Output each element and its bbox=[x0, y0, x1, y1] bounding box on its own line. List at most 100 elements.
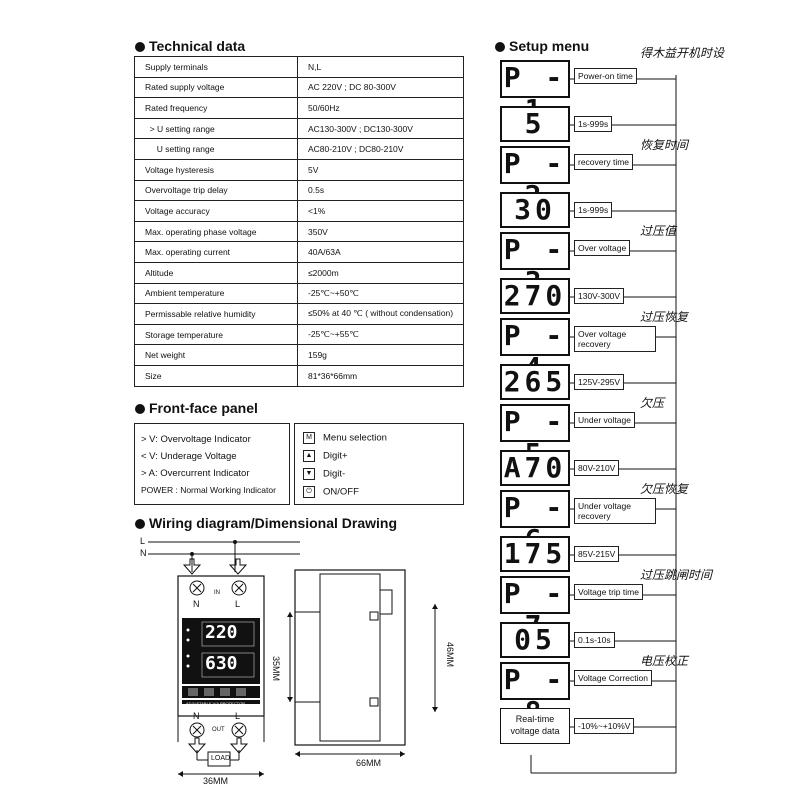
menu-code-display: P - 4 bbox=[500, 318, 570, 384]
tech-value: 350V bbox=[297, 220, 464, 243]
menu-code-display: P - 7 bbox=[500, 576, 570, 642]
indicator-overvoltage: > V: Overvoltage Indicator bbox=[141, 434, 251, 445]
menu-param-label: Voltage Correction bbox=[574, 670, 652, 686]
line-l-label: L bbox=[140, 536, 146, 546]
menu-code-display: P - 1 bbox=[500, 60, 570, 126]
tech-value: AC 220V ; DC 80-300V bbox=[297, 76, 464, 99]
device-display-1: 220 bbox=[205, 622, 238, 643]
tech-value: <1% bbox=[297, 200, 464, 222]
wiring-diagram bbox=[148, 540, 438, 777]
menu-handwritten-note: 过压值 bbox=[640, 224, 677, 238]
wiring-title: Wiring diagram/Dimensional Drawing bbox=[135, 515, 397, 531]
menu-code-display: P - 3 bbox=[500, 232, 570, 298]
tech-value: 50/60Hz bbox=[297, 97, 464, 119]
width-dimension: 36MM bbox=[203, 776, 229, 786]
tech-value: 5V bbox=[297, 158, 464, 181]
tech-row: Storage temperature-25℃~+55℃ bbox=[134, 323, 464, 346]
load-label: LOAD bbox=[211, 755, 231, 762]
terminal-l-bottom: L bbox=[235, 711, 241, 721]
tech-value: 0.5s bbox=[297, 179, 464, 202]
tech-key: U setting range bbox=[134, 138, 298, 160]
device-brand: ADJUSTABLE V/A PROTECTOR bbox=[186, 701, 245, 706]
down-arrow-icon: ▼ bbox=[303, 468, 315, 480]
indicator-undervoltage: < V: Underage Voltage bbox=[141, 451, 237, 462]
menu-code-display: P - 5 bbox=[500, 404, 570, 470]
in-label: IN bbox=[214, 590, 220, 596]
tech-key: > U setting range bbox=[134, 117, 298, 140]
depth-dimension: 66MM bbox=[356, 758, 382, 768]
menu-param-label: Voltage trip time bbox=[574, 584, 643, 600]
menu-value-display: 265 bbox=[500, 364, 570, 400]
tech-key: Size bbox=[134, 364, 298, 387]
tech-key: Rated frequency bbox=[134, 97, 298, 119]
tech-key: Overvoltage trip delay bbox=[134, 179, 298, 202]
height-46-dimension: 46MM bbox=[445, 642, 455, 668]
menu-handwritten-note: 恢复时间 bbox=[640, 138, 689, 152]
menu-value-box: Real-time voltage data bbox=[500, 708, 570, 744]
menu-range-label: 1s-999s bbox=[574, 202, 613, 218]
menu-range-label: 125V-295V bbox=[574, 374, 625, 390]
tech-value: ≤2000m bbox=[297, 261, 464, 284]
menu-param-label: Power-on time bbox=[574, 68, 637, 84]
indicator-overcurrent: > A: Overcurrent Indicator bbox=[141, 468, 250, 479]
menu-code-display: P - 6 bbox=[500, 490, 570, 556]
menu-code-display: P - 2 bbox=[500, 146, 570, 212]
menu-value-display: A70 bbox=[500, 450, 570, 486]
bullet-icon bbox=[135, 42, 145, 52]
tech-value: 81*36*66mm bbox=[297, 364, 464, 387]
menu-value-display: 05 bbox=[500, 622, 570, 658]
menu-range-label: 85V-215V bbox=[574, 546, 620, 562]
tech-key: Max. operating current bbox=[134, 241, 298, 263]
tech-key: Voltage accuracy bbox=[134, 200, 298, 222]
menu-range-label: 130V-300V bbox=[574, 288, 625, 304]
line-n-label: N bbox=[140, 548, 147, 558]
on-off-row: ⏻ON/OFF bbox=[303, 486, 359, 498]
menu-range-label: 0.1s-10s bbox=[574, 632, 615, 648]
tech-key: Altitude bbox=[134, 261, 298, 284]
menu-range-label: 1s-999s bbox=[574, 116, 613, 132]
bullet-icon bbox=[135, 519, 145, 529]
digit-minus-row: ▼Digit- bbox=[303, 468, 345, 480]
tech-key: Storage temperature bbox=[134, 323, 298, 346]
setup-menu-flow bbox=[530, 75, 677, 774]
menu-handwritten-note: 欠压恢复 bbox=[640, 482, 689, 496]
setup-menu-title: Setup menu bbox=[495, 38, 589, 54]
out-label: OUT bbox=[212, 727, 225, 733]
bullet-icon bbox=[135, 404, 145, 414]
tech-key: Supply terminals bbox=[134, 56, 298, 78]
menu-param-label: Over voltage recovery bbox=[574, 326, 656, 352]
tech-value: -25℃~+50℃ bbox=[297, 282, 464, 305]
tech-key: Voltage hysteresis bbox=[134, 158, 298, 181]
height-35-dimension: 35MM bbox=[271, 656, 281, 682]
device-display-2: 630 bbox=[205, 653, 238, 674]
menu-param-label: Under voltage recovery bbox=[574, 498, 656, 524]
menu-range-label: -10%~+10%V bbox=[574, 718, 635, 734]
menu-code-display: P - 8 bbox=[500, 662, 570, 728]
digit-plus-row: ▲Digit+ bbox=[303, 450, 348, 462]
terminal-n-top: N bbox=[193, 599, 200, 609]
menu-value-display: 270 bbox=[500, 278, 570, 314]
tech-value: N,L bbox=[297, 56, 464, 78]
menu-handwritten-note: 电压校正 bbox=[640, 654, 689, 668]
tech-value: AC80-210V ; DC80-210V bbox=[297, 138, 464, 160]
menu-handwritten-note: 欠压 bbox=[640, 396, 665, 410]
menu-handwritten-note: 得木益开机时设 bbox=[640, 46, 725, 60]
tech-value: 40A/63A bbox=[297, 241, 464, 263]
menu-param-label: Over voltage bbox=[574, 240, 631, 256]
tech-key: Max. operating phase voltage bbox=[134, 220, 298, 243]
menu-value-display: 5 bbox=[500, 106, 570, 142]
tech-key: Net weight bbox=[134, 344, 298, 366]
tech-row: Voltage accuracy<1% bbox=[134, 200, 464, 222]
